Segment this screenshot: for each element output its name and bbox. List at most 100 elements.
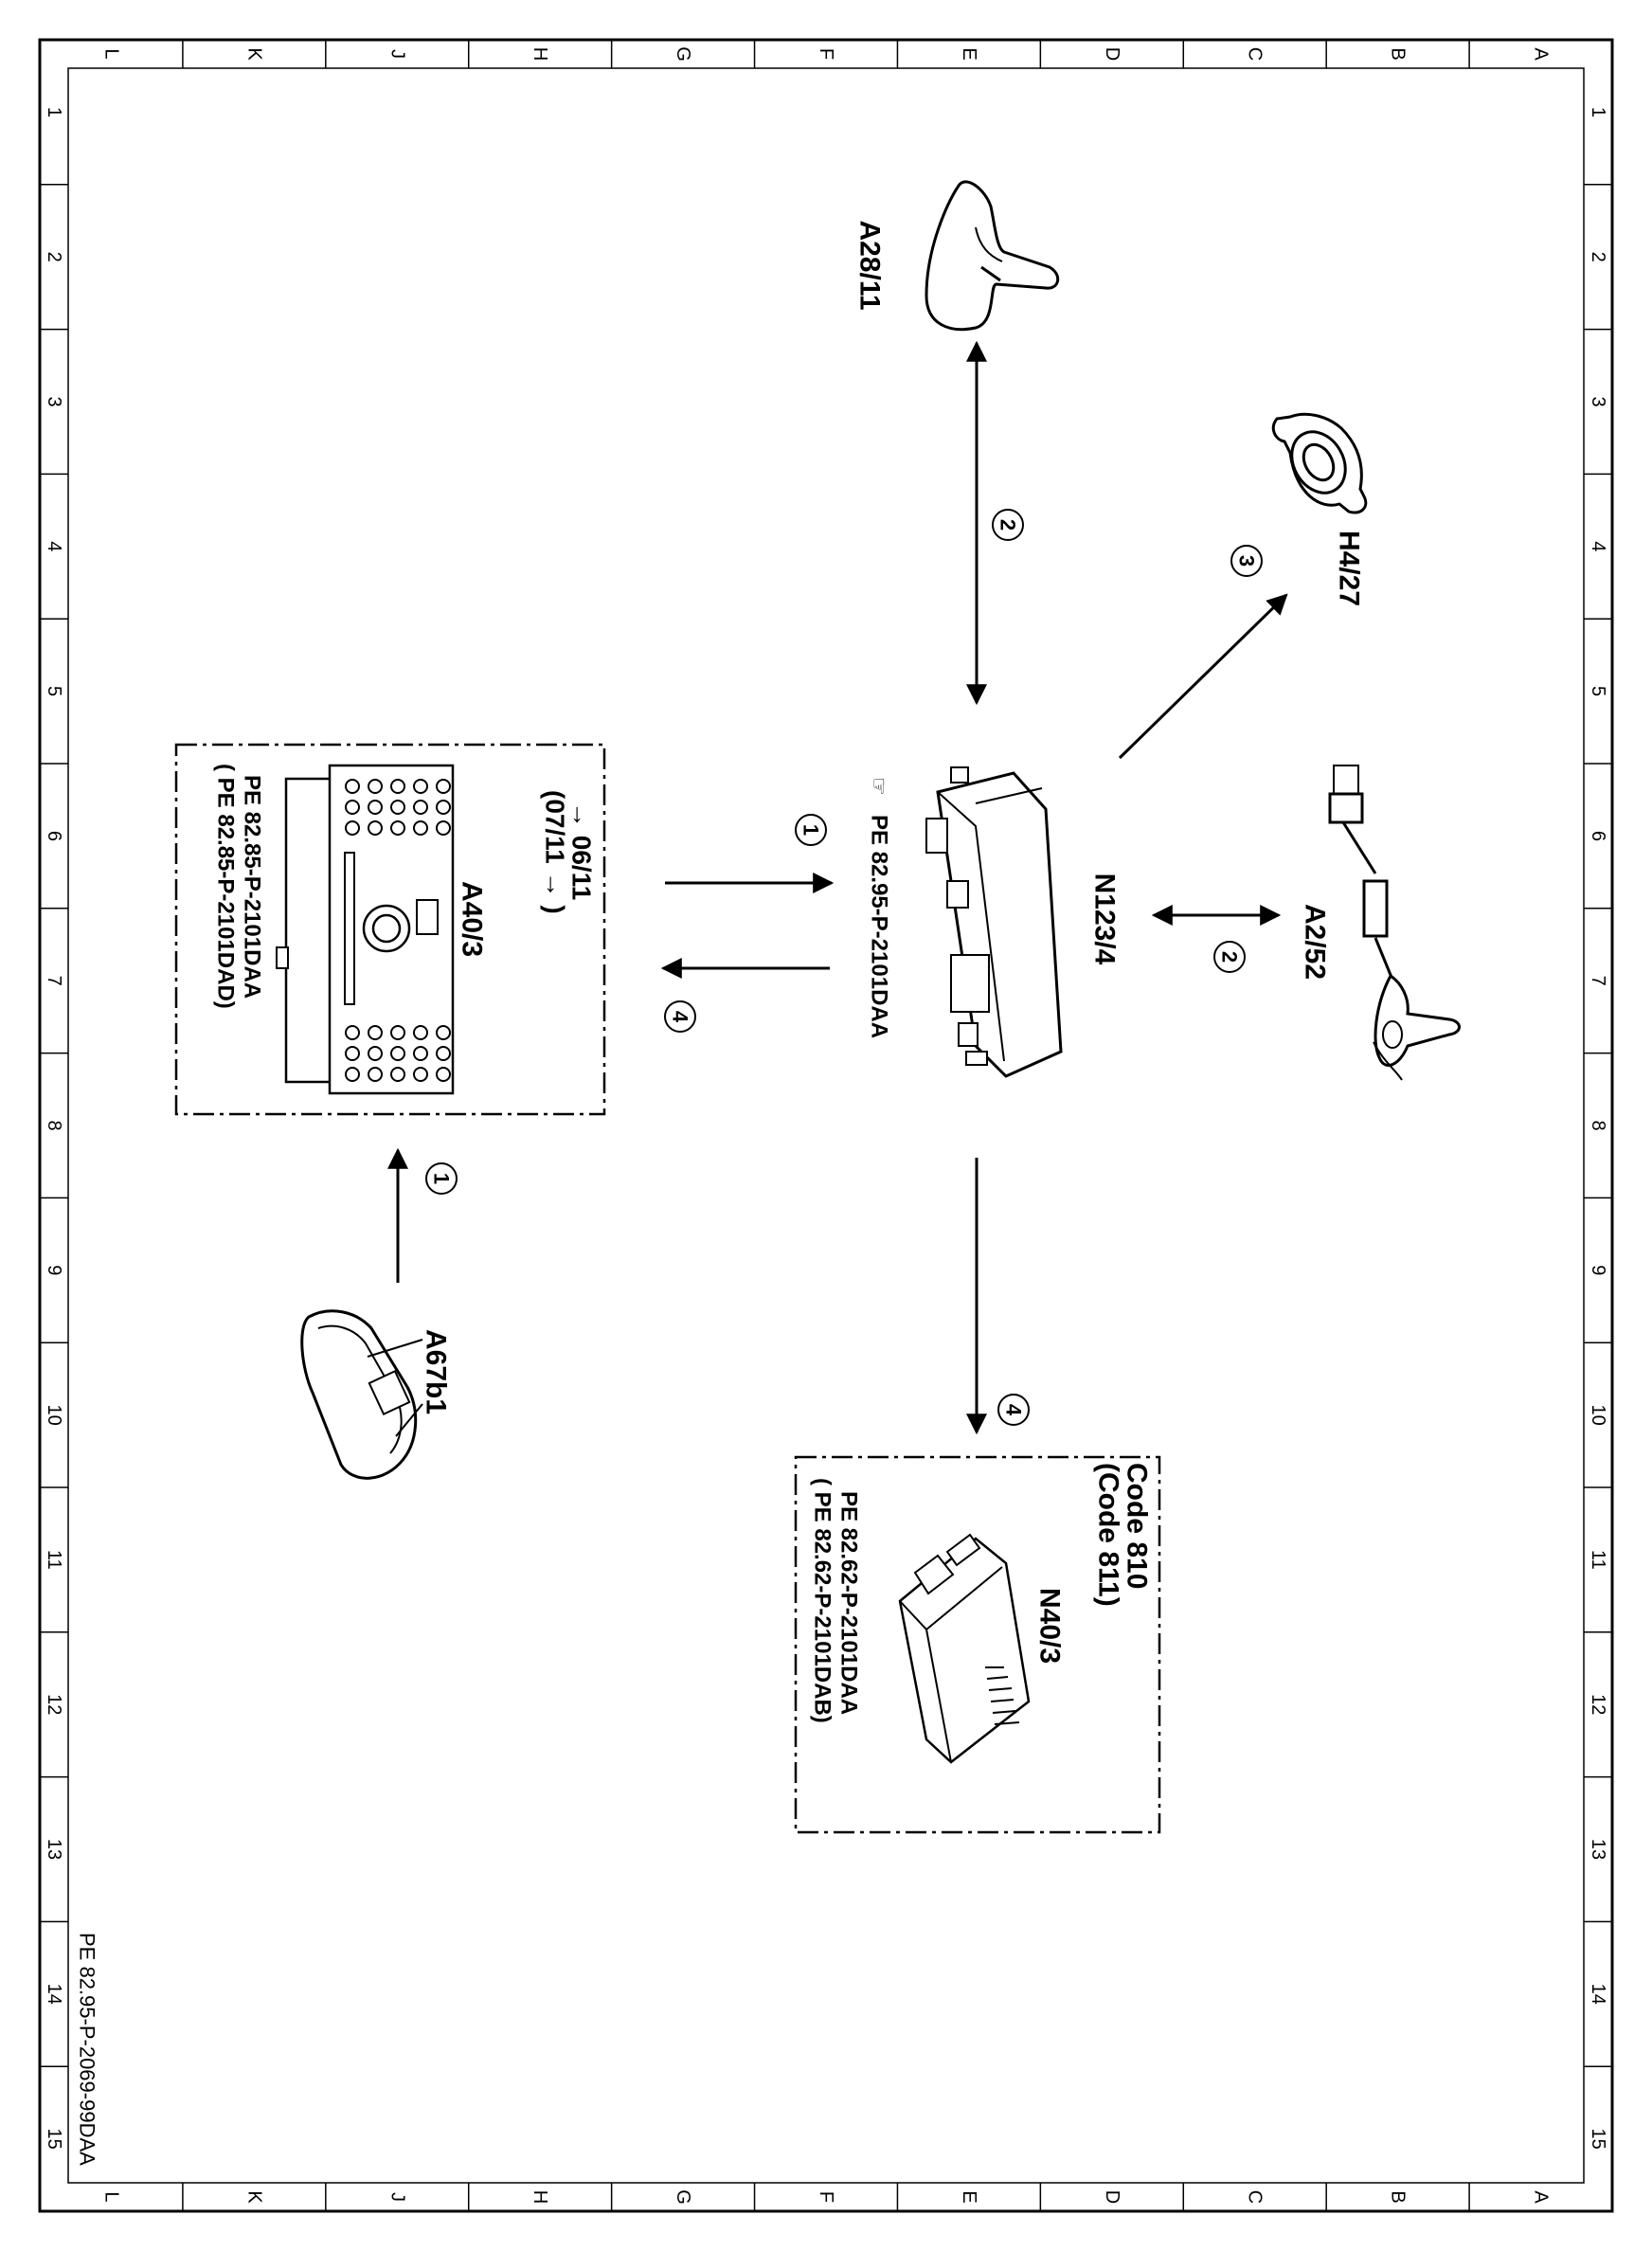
inner-border bbox=[67, 67, 1585, 2184]
connection-lines bbox=[387, 340, 1288, 1435]
grid-row-label: 3 bbox=[1588, 396, 1608, 406]
grid-row-label: 10 bbox=[44, 1404, 64, 1425]
grid-row-label: 14 bbox=[1588, 1984, 1608, 2005]
grid-column-label: K bbox=[243, 2190, 264, 2204]
label-n123-4-ref: PE 82.95-P-2101DAA bbox=[867, 815, 892, 1038]
grid-row-label: 1 bbox=[44, 107, 64, 117]
grid-row-label: 14 bbox=[44, 1984, 64, 2005]
grid-row-label: 15 bbox=[1588, 2128, 1608, 2149]
n40-3-labels: N40/3 Code 810 (Code 811) PE 82.62-P-210… bbox=[810, 1463, 1153, 1723]
outer-border bbox=[38, 38, 1614, 2213]
n123-4-reference: ☞ PE 82.95-P-2101DAA bbox=[867, 777, 892, 1038]
grid-column-label: D bbox=[1102, 47, 1122, 61]
grid-row-label: 5 bbox=[44, 686, 64, 696]
grid-column-label: G bbox=[673, 46, 693, 62]
marker-4-bottom: 4 bbox=[997, 1394, 1030, 1426]
grid-column-label: A bbox=[1531, 47, 1552, 61]
label-a28-11: A28/11 bbox=[854, 220, 886, 310]
mirror-microphone-illustration bbox=[300, 1309, 418, 1480]
document-reference: PE 82.95-P-2069-99DAA bbox=[76, 1933, 99, 2166]
a40-3-group-box bbox=[174, 743, 606, 1116]
marker-2-antenna-text: 2 bbox=[997, 519, 1020, 531]
grid-column-label: C bbox=[1245, 47, 1266, 61]
grid-column-label: K bbox=[243, 47, 264, 61]
grid-row-label: 13 bbox=[1588, 1839, 1608, 1860]
grid-column-label: H bbox=[530, 47, 550, 61]
roof-antenna-illustration bbox=[925, 180, 1060, 332]
grid-column-label: G bbox=[673, 2189, 693, 2205]
marker-2-a252: 2 bbox=[1213, 941, 1246, 973]
grid-column-label: F bbox=[816, 48, 836, 60]
grid-row-label: 11 bbox=[1588, 1550, 1608, 1570]
a2-52-antenna-illustration bbox=[1328, 765, 1461, 1081]
grid-column-label: E bbox=[959, 2190, 979, 2203]
marker-1-top-text: 1 bbox=[799, 824, 823, 836]
grid-column-label: H bbox=[530, 2190, 550, 2204]
marker-4-bottom-text: 4 bbox=[1002, 1404, 1026, 1416]
grid-row-label: 11 bbox=[44, 1550, 64, 1570]
label-a40-3-ref1: PE 82.85-P-2101DAA bbox=[240, 775, 265, 999]
grid-column-label: D bbox=[1102, 2190, 1122, 2204]
label-n40-3-code1: Code 810 bbox=[1122, 1463, 1153, 1589]
connection-markers: 2 3 2 1 4 4 1 bbox=[425, 509, 1263, 1426]
marker-1-bottom: 1 bbox=[425, 1162, 458, 1195]
grid-row-label: 4 bbox=[44, 541, 64, 551]
marker-1-bottom-text: 1 bbox=[430, 1173, 454, 1184]
grid-row-label: 13 bbox=[44, 1839, 64, 1860]
marker-4-left-text: 4 bbox=[669, 1011, 692, 1023]
grid-row-label: 12 bbox=[1588, 1694, 1608, 1715]
grid-column-label: B bbox=[1388, 47, 1409, 60]
marker-3-speaker: 3 bbox=[1230, 545, 1263, 577]
label-n40-3-code2: (Code 811) bbox=[1093, 1463, 1124, 1607]
label-a40-3: A40/3 bbox=[457, 881, 488, 957]
grid-column-label: A bbox=[1531, 2190, 1552, 2204]
marker-1-top: 1 bbox=[795, 814, 827, 846]
grid-row-label: 7 bbox=[44, 976, 64, 986]
marker-3-speaker-text: 3 bbox=[1235, 555, 1259, 567]
marker-2-a252-text: 2 bbox=[1218, 951, 1242, 963]
n40-3-group-box bbox=[794, 1455, 1161, 1834]
grid-row-label: 1 bbox=[1588, 107, 1608, 117]
grid-row-label: 8 bbox=[44, 1120, 64, 1130]
label-a2-52: A2/52 bbox=[1300, 904, 1331, 980]
head-unit-buttons bbox=[345, 779, 451, 1082]
label-n40-3: N40/3 bbox=[1034, 1588, 1066, 1664]
grid-row-label: 6 bbox=[44, 831, 64, 841]
label-n40-3-ref1: PE 82.62-P-2101DAA bbox=[836, 1491, 862, 1715]
label-a67b1: A67b1 bbox=[421, 1329, 452, 1414]
a40-3-labels: A40/3 → 06/11 (07/11 → ) PE 82.85-P-2101… bbox=[213, 764, 597, 1009]
n40-3-module-illustration bbox=[898, 1533, 1031, 1764]
marker-2-antenna: 2 bbox=[992, 509, 1024, 541]
grid-column-label: E bbox=[959, 47, 979, 60]
marker-4-left: 4 bbox=[664, 1000, 696, 1033]
grid-column-label: F bbox=[816, 2191, 836, 2203]
antenna-module-illustration bbox=[925, 766, 1063, 1078]
grid-row-label: 10 bbox=[1588, 1404, 1608, 1425]
grid-row-label: 6 bbox=[1588, 831, 1608, 841]
line-speaker bbox=[1118, 593, 1288, 760]
grid-row-label: 7 bbox=[1588, 976, 1608, 986]
grid-column-label: C bbox=[1245, 2190, 1266, 2204]
grid-column-label: J bbox=[386, 2192, 407, 2202]
head-unit-illustration bbox=[276, 764, 455, 1095]
label-h4-27: H4/27 bbox=[1334, 531, 1365, 606]
label-n40-3-ref2: ( PE 82.62-P-2101DAB) bbox=[810, 1478, 835, 1723]
grid-column-label: B bbox=[1388, 2190, 1409, 2203]
grid-row-label: 12 bbox=[44, 1694, 64, 1715]
grid-row-label: 4 bbox=[1588, 541, 1608, 551]
grid-row-label: 5 bbox=[1588, 686, 1608, 696]
grid-row-label: 15 bbox=[44, 2128, 64, 2149]
grid-row-label: 3 bbox=[44, 396, 64, 406]
label-n123-4: N123/4 bbox=[1089, 873, 1121, 965]
grid-row-label: 2 bbox=[44, 252, 64, 262]
grid-row-label: 9 bbox=[1588, 1265, 1608, 1275]
grid-column-label: J bbox=[386, 49, 407, 59]
grid-column-label: L bbox=[100, 2191, 121, 2202]
grid-row-label: 9 bbox=[44, 1265, 64, 1275]
label-a40-3-ref2: ( PE 82.85-P-2101DAD) bbox=[213, 764, 239, 1009]
grid-row-label: 2 bbox=[1588, 252, 1608, 262]
manual-icon: ☞ bbox=[868, 777, 891, 796]
grid-column-label: L bbox=[100, 48, 121, 59]
